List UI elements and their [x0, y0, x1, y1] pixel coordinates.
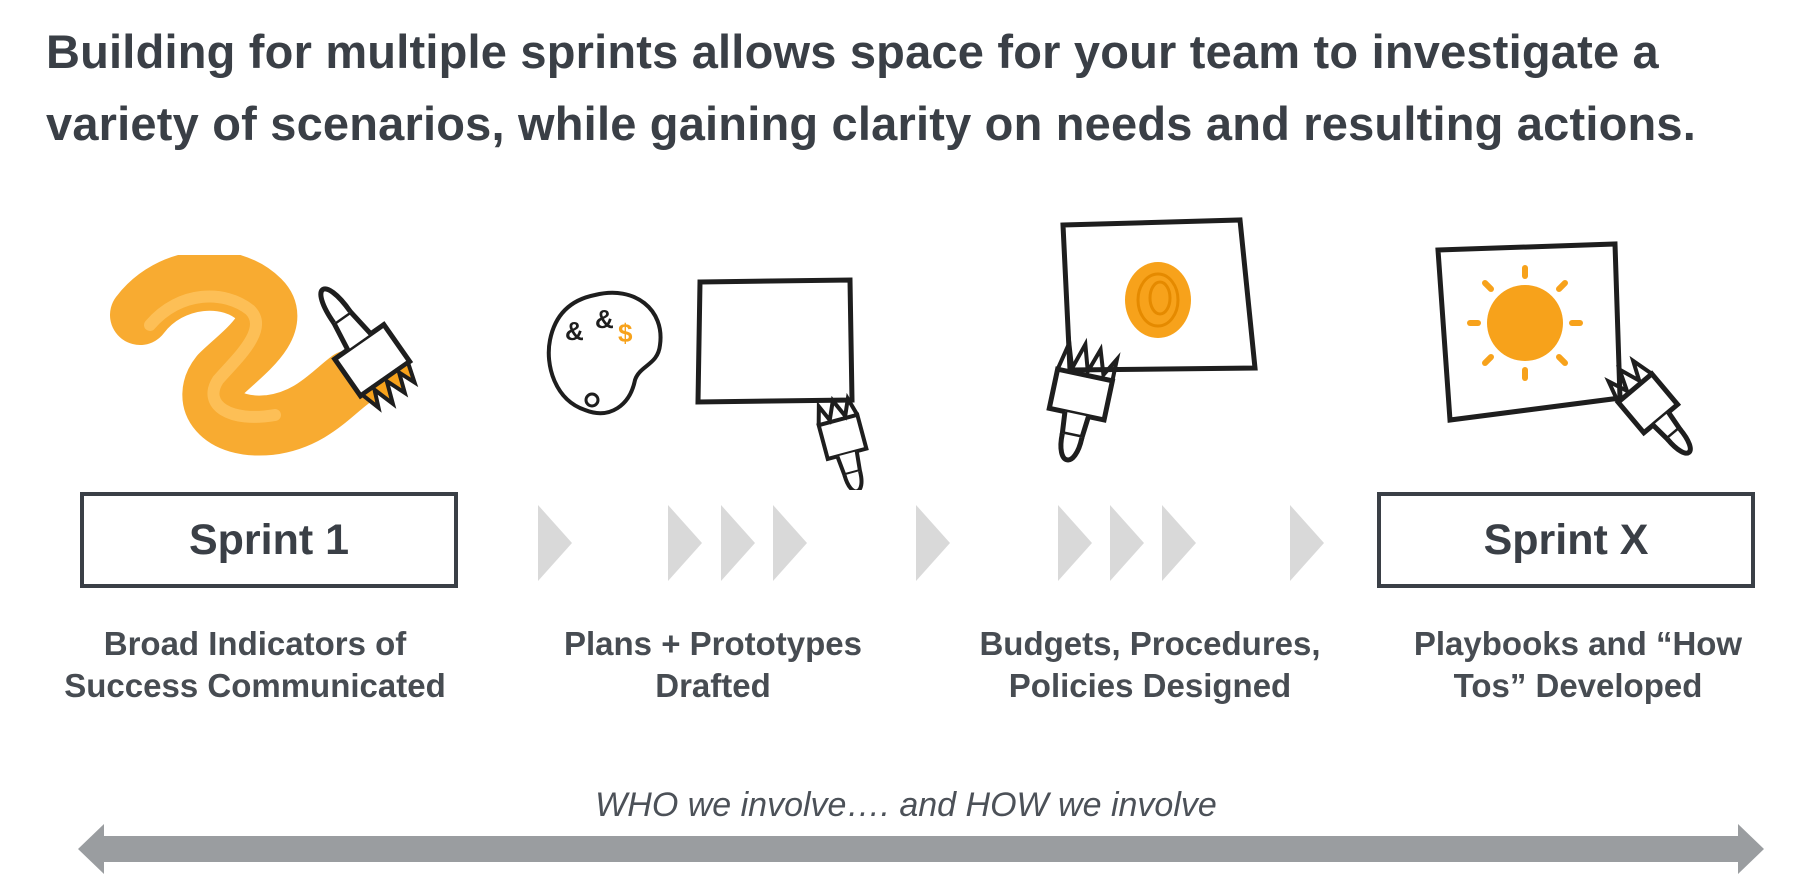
palette-canvas-icon: & & $: [546, 277, 869, 490]
sprint-x-label: Sprint X: [1483, 515, 1649, 564]
canvas-scribble-icon: [1046, 217, 1258, 463]
chevron-icon: [1162, 505, 1196, 581]
sprint-1-label: Sprint 1: [188, 515, 350, 564]
chevron-group-5: [1290, 505, 1324, 581]
chevron-icon: [721, 505, 755, 581]
chevron-group-4: [1058, 505, 1196, 581]
svg-text:&: &: [595, 304, 614, 334]
chevron-icon: [1110, 505, 1144, 581]
svg-text:&: &: [565, 316, 584, 346]
chevron-icon: [538, 505, 572, 581]
canvas-sun-icon: [1435, 241, 1693, 456]
chevron-icon: [773, 505, 807, 581]
page-heading: Building for multiple sprints allows spa…: [46, 16, 1786, 160]
chevron-icon: [1058, 505, 1092, 581]
svg-text:$: $: [618, 318, 633, 348]
axis-label: WHO we involve…. and HOW we involve: [595, 786, 1217, 824]
stage-caption-2: Plans + Prototypes Drafted: [563, 625, 862, 704]
chevron-icon: [668, 505, 702, 581]
paintbrush-stroke-icon: [110, 255, 419, 456]
chevron-group-1: [538, 505, 572, 581]
chevron-group-2: [668, 505, 807, 581]
stage-caption-4: Playbooks and “How Tos” Developed: [1413, 625, 1743, 704]
chevron-icon: [1290, 505, 1324, 581]
chevron-icon: [916, 505, 950, 581]
heading-line-2: variety of scenarios, while gaining clar…: [46, 97, 1696, 150]
stage-caption-1: Broad Indicators of Success Communicated: [64, 625, 446, 704]
heading-line-1: Building for multiple sprints allows spa…: [46, 25, 1659, 78]
stage-caption-3: Budgets, Procedures, Policies Designed: [979, 625, 1321, 704]
sprint-1-box: Sprint 1: [80, 492, 458, 588]
double-arrow-icon: [78, 824, 1764, 874]
sprint-x-box: Sprint X: [1377, 492, 1755, 588]
chevron-group-3: [916, 505, 950, 581]
